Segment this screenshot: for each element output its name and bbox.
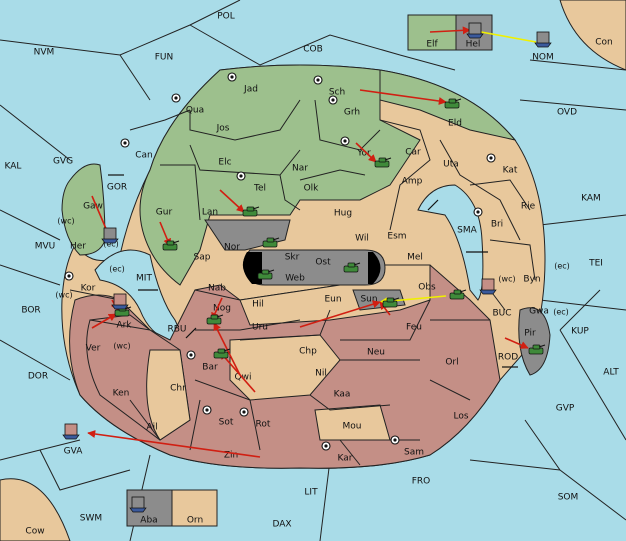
supply-center-dot — [239, 174, 243, 178]
tank-gun — [216, 314, 224, 318]
supply-center-dot — [331, 98, 335, 102]
move-arrow-grh-yor — [355, 142, 377, 163]
fleet-green-gaw[interactable] — [101, 227, 119, 244]
army-green-nor[interactable] — [262, 237, 280, 248]
move-arrow-uru-sun — [299, 300, 381, 328]
supply-center-dot — [324, 444, 328, 448]
ship-icon — [534, 42, 552, 48]
fleet-flag-icon — [64, 423, 78, 437]
supply-center-dot — [343, 139, 347, 143]
tank-turret — [532, 344, 541, 350]
tank-gun — [223, 348, 231, 352]
tank-gun — [252, 206, 260, 210]
army-green-lan[interactable] — [242, 206, 260, 217]
tank-turret — [448, 98, 457, 104]
army-green-yor[interactable] — [374, 157, 392, 168]
tank-turret — [166, 240, 175, 246]
supply-center-dot — [316, 78, 320, 82]
supply-center-dot — [67, 274, 71, 278]
army-green-pir[interactable] — [528, 344, 546, 355]
army-green-nog[interactable] — [206, 314, 224, 325]
move-arrow-qwi-nog — [213, 322, 241, 376]
tank-turret — [266, 237, 275, 243]
tank-turret — [261, 269, 270, 275]
tank-gun — [538, 344, 546, 348]
supply-center-dot — [230, 75, 234, 79]
tank-turret — [246, 206, 255, 212]
ship-icon — [101, 238, 119, 244]
tank-gun — [384, 157, 392, 161]
move-arrow-ver-ark — [91, 313, 117, 329]
tank-turret — [453, 289, 462, 295]
fleet-red-gva[interactable] — [62, 423, 80, 440]
ship-icon — [62, 434, 80, 440]
move-arrow-qwi-bar — [219, 351, 256, 393]
move-arrow-tel-lan — [219, 189, 245, 213]
tank-gun — [267, 269, 275, 273]
fleet-gray-nom[interactable] — [534, 31, 552, 48]
tank-turret — [217, 348, 226, 354]
supply-center-dot — [393, 438, 397, 442]
tank-gun — [172, 240, 180, 244]
supply-center-dot — [205, 408, 209, 412]
province-borders — [69, 99, 536, 466]
supply-center-dot — [189, 353, 193, 357]
move-arrow-feu-sun — [379, 301, 391, 316]
army-green-sun[interactable] — [382, 297, 400, 308]
tank-gun — [353, 262, 361, 266]
fleet-gray-aba[interactable] — [129, 496, 147, 513]
passage-arrows — [108, 174, 518, 368]
fleet-red-ark[interactable] — [111, 293, 129, 310]
units-layer — [62, 22, 552, 513]
supply-center-dot — [123, 141, 127, 145]
ship-icon — [466, 33, 484, 39]
ship-icon — [129, 507, 147, 513]
supply-center-dot — [489, 156, 493, 160]
supply-center-dot — [174, 96, 178, 100]
tank-gun — [392, 297, 400, 301]
south-island — [126, 489, 218, 527]
fleet-gray-hel[interactable] — [466, 22, 484, 39]
fleet-flag-icon — [536, 31, 550, 45]
ship-icon — [479, 289, 497, 295]
army-green-web[interactable] — [257, 269, 275, 280]
supply-centers — [64, 72, 496, 451]
move-arrow-sch-eld — [359, 89, 447, 105]
tank-gun — [272, 237, 280, 241]
fleet-flag-icon — [103, 227, 117, 241]
move-arrow-buc-pir — [504, 337, 529, 349]
ship-icon — [111, 304, 129, 310]
tank-gun — [454, 98, 462, 102]
tank-gun — [124, 306, 132, 310]
fleet-flag-icon — [468, 22, 482, 36]
army-green-eld[interactable] — [444, 98, 462, 109]
tank-turret — [378, 157, 387, 163]
army-green-obs[interactable] — [449, 289, 467, 300]
fleet-red-buc[interactable] — [479, 278, 497, 295]
fleet-flag-icon — [131, 496, 145, 510]
tank-turret — [210, 314, 219, 320]
fleet-flag-icon — [113, 293, 127, 307]
tank-turret — [386, 297, 395, 303]
fleet-flag-icon — [481, 278, 495, 292]
supply-center-dot — [476, 210, 480, 214]
army-green-ost[interactable] — [343, 262, 361, 273]
move-arrow-zin-gva — [87, 430, 261, 458]
army-green-sap[interactable] — [162, 240, 180, 251]
tank-turret — [347, 262, 356, 268]
army-green-bar[interactable] — [213, 348, 231, 359]
move-arrow-elf-hel — [429, 26, 471, 35]
tank-gun — [459, 289, 467, 293]
supply-center-dot — [242, 410, 246, 414]
